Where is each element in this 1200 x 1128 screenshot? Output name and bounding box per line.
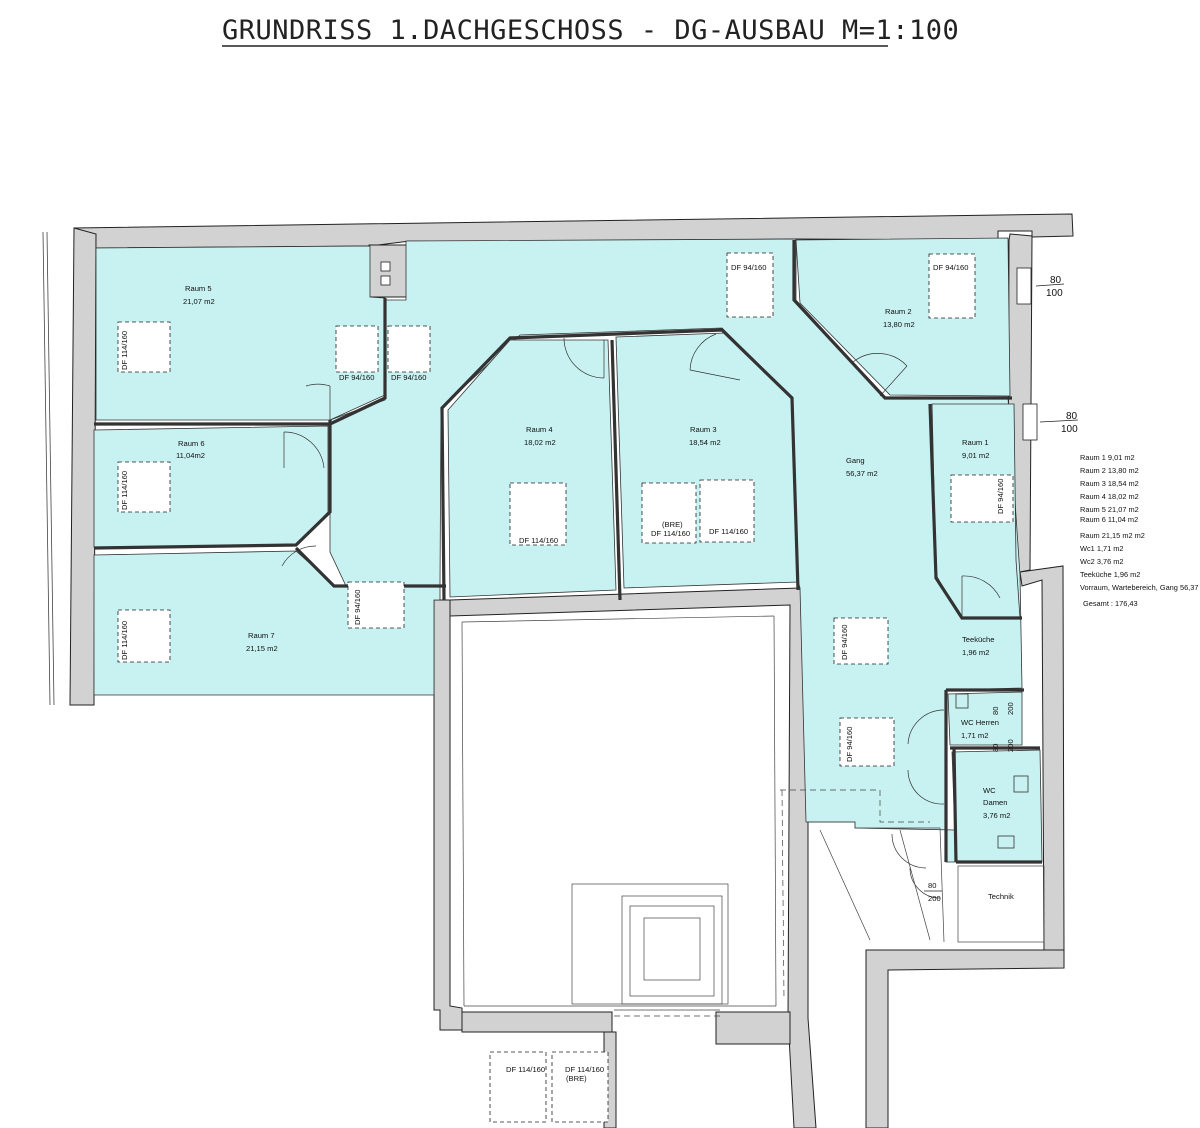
stair-area bbox=[461, 267, 1045, 1017]
window-label: DF 114/160 bbox=[709, 527, 748, 536]
site-line bbox=[46, 231, 55, 706]
room-area: 18,02 m2 bbox=[524, 438, 556, 447]
legend-item: Vorraum, Wartebereich, Gang 56,37 m2 bbox=[1080, 583, 1200, 592]
window-label: DF 94/160 bbox=[731, 263, 766, 272]
window-label: DF 94/160 bbox=[353, 590, 362, 625]
legend-item: Raum 1 9,01 m2 bbox=[1080, 453, 1135, 462]
window-label: DF 114/160 bbox=[565, 1065, 604, 1074]
legend-item: Raum 5 21,07 m2 bbox=[1080, 505, 1139, 514]
plan-title: GRUNDRISS 1.DACHGESCHOSS - DG-AUSBAU M=1… bbox=[222, 15, 959, 46]
window-label: DF 114/160 bbox=[506, 1065, 545, 1074]
room-name: Raum 2 bbox=[885, 307, 912, 316]
window-label: (BRE) bbox=[662, 520, 683, 529]
legend-item: Raum 6 11,04 m2 bbox=[1080, 515, 1138, 524]
room-area: 9,01 m2 bbox=[962, 451, 989, 460]
svg-text:80: 80 bbox=[991, 707, 1000, 715]
room-name: Raum 1 bbox=[962, 438, 989, 447]
svg-text:80: 80 bbox=[1050, 275, 1062, 286]
room-name: Raum 4 bbox=[526, 425, 553, 434]
room-wc-herren bbox=[947, 691, 1023, 746]
legend-item: Raum 21,15 m2 m2 bbox=[1080, 531, 1145, 540]
room-name: Raum 6 bbox=[178, 439, 205, 448]
dimensions: 80 100 80 100 200 80 80 200 80 200 bbox=[924, 275, 1078, 903]
window-label: DF 114/160 bbox=[519, 536, 558, 545]
rooms bbox=[93, 237, 1043, 863]
window-label: DF 114/160 bbox=[120, 471, 129, 510]
room-name: Raum 5 bbox=[185, 284, 212, 293]
room-name: Gang bbox=[846, 456, 865, 465]
window-label: DF 114/160 bbox=[651, 529, 690, 538]
svg-text:100: 100 bbox=[1046, 288, 1063, 299]
room-technik bbox=[957, 865, 1045, 943]
skylight-labels: DF 114/160 DF 114/160 DF 114/160 DF 94/1… bbox=[120, 263, 1005, 1083]
room-area: 21,15 m2 bbox=[246, 644, 278, 653]
room-area: 56,37 m2 bbox=[846, 469, 878, 478]
room-area: 13,80 m2 bbox=[883, 320, 915, 329]
site-line bbox=[42, 231, 51, 706]
legend-item: Teeküche 1,96 m2 bbox=[1080, 570, 1140, 579]
svg-text:80: 80 bbox=[991, 744, 1000, 752]
window-label: DF 94/160 bbox=[996, 479, 1005, 514]
skylights bbox=[117, 252, 1014, 1123]
legend-item: Wc1 1,71 m2 bbox=[1080, 544, 1124, 553]
window-label: DF 94/160 bbox=[840, 625, 849, 660]
window-label: DF 94/160 bbox=[845, 727, 854, 762]
room-name: WC bbox=[983, 786, 996, 795]
room-name: Damen bbox=[983, 798, 1007, 807]
room-labels: Raum 5 21,07 m2 Raum 6 11,04m2 Raum 7 21… bbox=[176, 284, 1014, 901]
room-name: Raum 3 bbox=[690, 425, 717, 434]
svg-text:200: 200 bbox=[928, 894, 941, 903]
window-label: (BRE) bbox=[566, 1074, 587, 1083]
window-label: DF 94/160 bbox=[339, 373, 374, 382]
room-raum4 bbox=[447, 339, 617, 598]
area-legend: Raum 1 9,01 m2 Raum 2 13,80 m2 Raum 3 18… bbox=[1080, 453, 1200, 608]
room-name: Raum 7 bbox=[248, 631, 275, 640]
window-label: DF 94/160 bbox=[391, 373, 426, 382]
room-name: WC Herren bbox=[961, 718, 999, 727]
partitions bbox=[93, 240, 1042, 864]
window-label: DF 94/160 bbox=[933, 263, 968, 272]
room-area: 1,71 m2 bbox=[961, 731, 988, 740]
legend-item: Raum 4 18,02 m2 bbox=[1080, 492, 1139, 501]
legend-item: Wc2 3,76 m2 bbox=[1080, 557, 1124, 566]
room-area: 18,54 m2 bbox=[689, 438, 721, 447]
room-area: 1,96 m2 bbox=[962, 648, 989, 657]
room-name: Teeküche bbox=[962, 635, 995, 644]
walls bbox=[69, 213, 1074, 1128]
room-area: 11,04m2 bbox=[176, 451, 205, 460]
svg-text:80: 80 bbox=[1066, 411, 1078, 422]
legend-item: Raum 3 18,54 m2 bbox=[1080, 479, 1139, 488]
svg-text:80: 80 bbox=[928, 881, 936, 890]
svg-text:100: 100 bbox=[1061, 424, 1078, 435]
room-area: 3,76 m2 bbox=[983, 811, 1010, 820]
doors bbox=[281, 333, 1001, 899]
window-label: DF 114/160 bbox=[120, 331, 129, 370]
svg-text:200: 200 bbox=[1006, 739, 1015, 752]
window-label: DF 114/160 bbox=[120, 621, 129, 660]
legend-item: Raum 2 13,80 m2 bbox=[1080, 466, 1139, 475]
legend-total: Gesamt : 176,43 bbox=[1083, 599, 1138, 608]
room-name: Technik bbox=[988, 892, 1014, 901]
svg-text:200: 200 bbox=[1006, 702, 1015, 715]
room-area: 21,07 m2 bbox=[183, 297, 215, 306]
